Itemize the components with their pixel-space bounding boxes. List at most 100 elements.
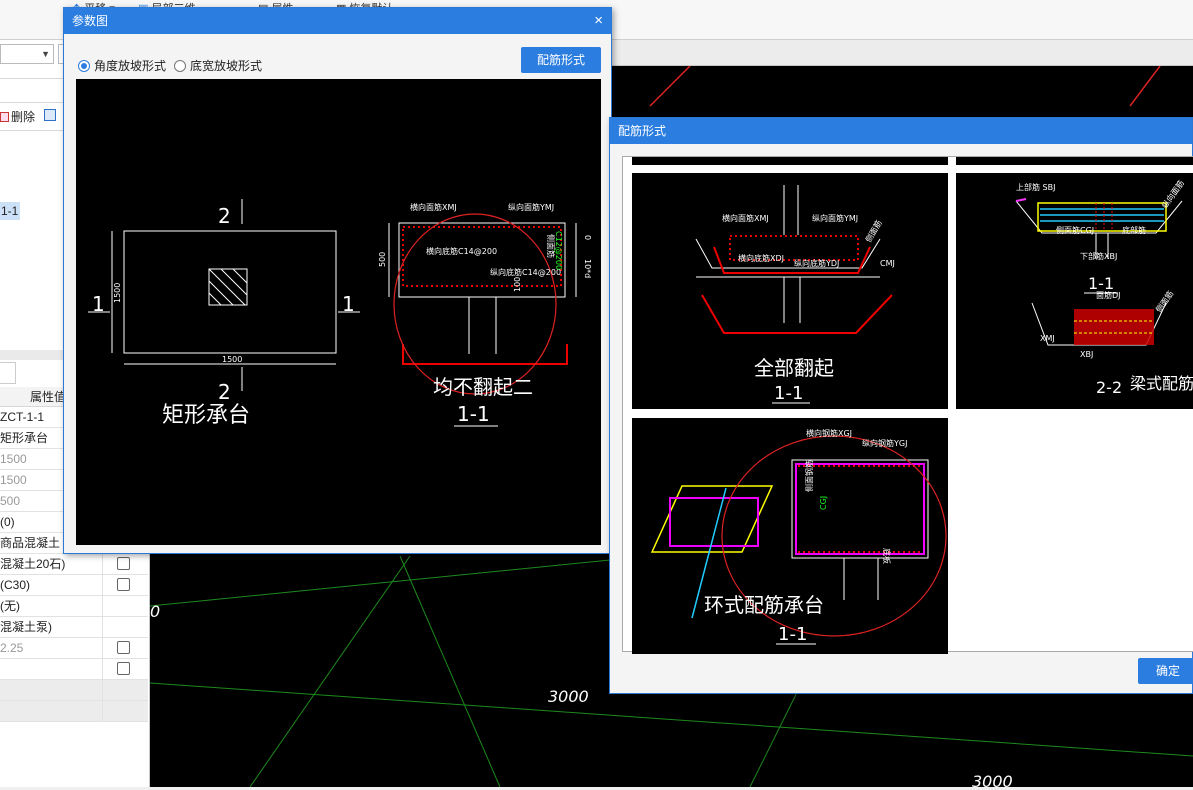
ring-h-label: 横向钢筋XGJ bbox=[806, 428, 852, 438]
beam-side-label: 侧面筋CGJ bbox=[1056, 225, 1094, 235]
tree-item-selected[interactable]: 1-1 bbox=[0, 202, 20, 220]
property-flag-cell bbox=[102, 638, 148, 658]
property-value: (C30) bbox=[0, 578, 31, 592]
ring-drawing: 横向钢筋XGJ 纵向钢筋YGJ 侧面钢筋 CGJ 底板 环式配筋承台 1-1 bbox=[650, 428, 947, 645]
full-bent-bot-h: 横向底筋XDJ bbox=[738, 253, 784, 263]
property-value-header: 属性值 bbox=[30, 390, 67, 404]
property-value: 矩形承台 bbox=[0, 431, 49, 445]
properties-tab[interactable] bbox=[0, 362, 16, 384]
delete-label: 删除 bbox=[11, 110, 36, 124]
plan-title: 矩形承台 bbox=[162, 403, 250, 428]
section-side-spec: C12@200 bbox=[554, 231, 563, 270]
divider bbox=[0, 130, 66, 131]
rebar-option-full-bent[interactable]: 横向面筋XMJ 纵向面筋YMJ 横向底筋XDJ 纵向底筋YDJ 侧面筋 CMJ … bbox=[632, 173, 948, 409]
section-top-v-label: 纵向面筋YMJ bbox=[508, 202, 554, 212]
property-row[interactable]: 2.25 bbox=[0, 638, 148, 659]
property-checkbox[interactable] bbox=[117, 557, 130, 570]
section-dim-0: 0 bbox=[583, 235, 592, 240]
property-flag-cell bbox=[102, 680, 148, 700]
plan-dim-side: 1500 bbox=[113, 283, 122, 303]
plan-section-1-right: 1 bbox=[342, 292, 355, 316]
property-value: (无) bbox=[0, 599, 20, 613]
property-checkbox[interactable] bbox=[117, 641, 130, 654]
beam-right-label: 纵向面筋 bbox=[1159, 178, 1186, 210]
rebar-form-dialog: 配筋形式 横向面筋XMJ 纵向面筋YMJ 横向底筋XDJ 纵向底筋YDJ 侧面筋… bbox=[609, 117, 1193, 694]
rebar-dialog-titlebar[interactable]: 配筋形式 bbox=[610, 118, 1192, 144]
beam-section-1: 1-1 bbox=[1088, 274, 1114, 293]
property-flag-cell bbox=[102, 554, 148, 574]
param-dialog-titlebar[interactable]: 参数图 × bbox=[64, 8, 611, 34]
radio-unchecked-icon bbox=[174, 60, 186, 72]
thumbnail-partial-top-selected bbox=[956, 157, 1193, 165]
property-flag-cell bbox=[102, 596, 148, 616]
property-row[interactable] bbox=[0, 680, 148, 701]
beam-title: 梁式配筋 bbox=[1130, 374, 1193, 393]
beam-mid-label: 底部筋 bbox=[1122, 225, 1146, 235]
radio-checked-icon bbox=[78, 60, 90, 72]
close-icon[interactable]: × bbox=[594, 12, 603, 29]
rebar-thumbnail-list: 横向面筋XMJ 纵向面筋YMJ 横向底筋XDJ 纵向底筋YDJ 侧面筋 CMJ … bbox=[622, 156, 1193, 654]
beam-side2-label: 侧面筋 bbox=[1153, 289, 1175, 314]
ring-bottom-label: 底板 bbox=[882, 548, 892, 564]
beam-top2-label: 面筋DJ bbox=[1096, 290, 1121, 300]
floor-combo[interactable]: ▼ bbox=[0, 44, 54, 64]
property-value: 1500 bbox=[0, 452, 27, 466]
ok-button[interactable]: 确定 bbox=[1138, 658, 1193, 684]
beam-top-label: 上部筋 SBJ bbox=[1016, 182, 1055, 192]
full-bent-side: 侧面筋 bbox=[863, 218, 884, 244]
property-value: 商品混凝土 bbox=[0, 536, 61, 550]
full-bent-top-h: 横向面筋XMJ bbox=[722, 213, 769, 223]
cad-grid-svg: 3000 3000 0 bbox=[149, 65, 1193, 790]
canvas-header-strip bbox=[610, 40, 1193, 66]
ring-cgj-label: CGJ bbox=[819, 496, 828, 510]
property-checkbox[interactable] bbox=[117, 662, 130, 675]
section-dim-10d: 10*d bbox=[583, 259, 592, 278]
property-flag-cell bbox=[102, 575, 148, 595]
property-row[interactable] bbox=[0, 659, 148, 680]
section-title: 均不翻起二 bbox=[433, 375, 533, 399]
section-bot-h-label: 横向底筋C14@200 bbox=[426, 246, 497, 256]
property-flag-cell bbox=[102, 659, 148, 679]
property-value: 混凝土20石) bbox=[0, 557, 66, 571]
radio-bottom-width-slope[interactable]: 底宽放坡形式 bbox=[174, 58, 262, 74]
property-row[interactable]: (无) bbox=[0, 596, 148, 617]
divider bbox=[0, 78, 66, 79]
plan-dim-bottom: 1500 bbox=[222, 355, 242, 364]
beam-section-2: 2-2 bbox=[1096, 378, 1122, 397]
plan-section-2-bottom: 2 bbox=[218, 380, 231, 404]
divider bbox=[0, 102, 66, 103]
radio-angle-slope[interactable]: 角度放坡形式 bbox=[78, 58, 166, 74]
delete-icon bbox=[0, 112, 9, 122]
param-dialog-title: 参数图 bbox=[72, 14, 109, 28]
property-checkbox[interactable] bbox=[117, 578, 130, 591]
param-drawing-view: 2 2 1 1 1500 1500 矩形承台 横向面筋XMJ 纵向面筋YMJ 横… bbox=[76, 79, 601, 545]
full-bent-top-v: 纵向面筋YMJ bbox=[812, 213, 858, 223]
rebar-option-beam[interactable]: 上部筋 SBJ 侧面筋CGJ 下部筋XBJ 底部筋 纵向面筋 1-1 面筋DJ … bbox=[956, 173, 1193, 409]
full-bent-title: 全部翻起 bbox=[754, 356, 834, 380]
section-dim-h: 500 bbox=[378, 252, 387, 267]
property-row[interactable]: 混凝土泵) bbox=[0, 617, 148, 638]
rebar-dialog-title: 配筋形式 bbox=[618, 124, 667, 138]
beam-xmj-label: XMJ bbox=[1040, 334, 1055, 343]
ring-title: 环式配筋承台 bbox=[704, 593, 824, 617]
plan-section-1-left: 1 bbox=[92, 292, 105, 316]
section-dim-100: 100 bbox=[513, 277, 522, 292]
ring-side-label: 侧面钢筋 bbox=[804, 460, 814, 492]
plan-section-2-top: 2 bbox=[218, 204, 231, 228]
properties-header bbox=[0, 350, 66, 360]
copy-icon[interactable] bbox=[44, 109, 56, 121]
beam-bottom-label: 下部筋XBJ bbox=[1080, 251, 1117, 261]
section-side-label: 侧面筋 bbox=[546, 234, 556, 258]
full-bent-bot-v: 纵向底筋YDJ bbox=[794, 258, 839, 268]
ring-v-label: 纵向钢筋YGJ bbox=[862, 438, 907, 448]
property-value: 500 bbox=[0, 494, 21, 508]
rebar-option-ring[interactable]: 横向钢筋XGJ 纵向钢筋YGJ 侧面钢筋 CGJ 底板 环式配筋承台 1-1 bbox=[632, 418, 948, 654]
property-flag-cell bbox=[102, 701, 148, 721]
rebar-form-button[interactable]: 配筋形式 bbox=[521, 47, 601, 73]
full-bent-subtitle: 1-1 bbox=[774, 383, 803, 404]
delete-button[interactable]: 删除 bbox=[0, 108, 35, 124]
property-row[interactable]: 混凝土20石) bbox=[0, 554, 148, 575]
property-row[interactable] bbox=[0, 701, 148, 722]
property-row[interactable]: (C30) bbox=[0, 575, 148, 596]
property-value: (0) bbox=[0, 515, 15, 529]
